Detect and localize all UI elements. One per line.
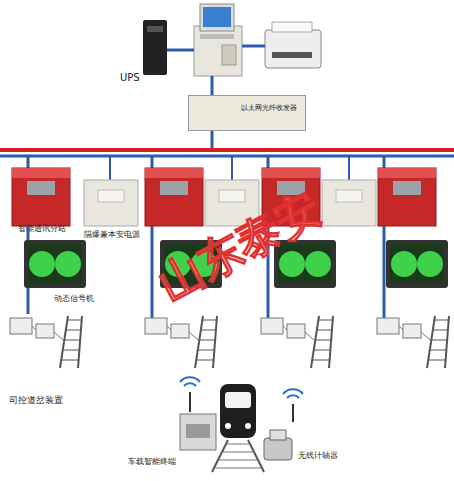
signal-lamp [55,251,81,277]
wire [189,332,198,340]
cable [242,45,265,48]
station-box [145,168,203,226]
switch-box [36,324,54,338]
station-window [160,181,188,195]
rail-ties [428,320,449,360]
power-plate [98,190,124,202]
power-plate [336,190,362,202]
station-top [12,168,70,178]
wire [399,326,403,330]
power-box [322,180,376,226]
train [220,384,256,438]
cable [211,76,214,96]
track-ties [214,444,262,468]
device-node: 智能通讯分站 [12,168,70,226]
signal-frame [24,240,86,288]
switch-box [171,324,189,338]
wire [32,326,36,330]
station-box [12,168,70,226]
device-label: 动态信号机 [54,295,114,304]
power-plate [219,190,245,202]
switch-box [10,318,32,334]
bus-red [0,148,454,152]
device-label: UPS [120,72,150,83]
switch-box [403,324,421,338]
switch-device [10,316,449,368]
printer [265,30,321,68]
cable [167,49,194,52]
bus-blue [0,155,454,158]
terminal-box [180,414,216,450]
wire [283,326,287,330]
device-label: 无线计轴器 [298,452,358,461]
device-label: 车载智能终端 [128,458,198,467]
cable [348,156,350,180]
monitor-frame [200,4,234,31]
station-window [27,181,55,195]
switch-box [261,318,283,334]
cable-connector [27,288,30,314]
axle-counter [264,438,292,460]
station-top [262,168,320,178]
power-box [84,180,138,226]
signal-frame [386,240,448,288]
cable-connector [27,226,30,240]
wire [421,332,430,340]
signal-face [390,244,444,284]
device-node: 司控道岔装置 [5,314,85,370]
antenna [292,404,294,422]
pc-tower [194,26,242,76]
cable [27,156,30,168]
device-node: UPS [118,18,170,88]
device-node: 无线计轴器 [264,430,292,460]
train-light [245,423,251,429]
switch-box [145,318,167,334]
printer-slot [272,52,312,58]
antenna [189,392,191,412]
device-node: 以太网光纤收发器 [188,95,306,131]
signal-lamp [417,251,443,277]
wire [167,326,171,330]
device-label: 智能通讯分站 [18,225,82,234]
cable [211,131,214,150]
station-top [378,168,436,178]
monitor-screen [203,7,231,27]
device-label: 司控道岔装置 [9,396,89,406]
device-node: 隔爆兼本安电源 [84,180,138,226]
signal-lamp [391,251,417,277]
terminal-panel [186,424,210,438]
station-top [145,168,203,178]
radio-waves [283,389,303,398]
signal-lamp [29,251,55,277]
switch-box [377,318,399,334]
rail-ties [61,320,82,360]
signal-face [28,244,82,284]
device-node: 车载智能终端 [180,414,216,450]
cable [109,156,111,180]
rail-ties [196,320,217,360]
signal-lamp [305,251,331,277]
switch-box [287,324,305,338]
keyboard [200,34,234,39]
device-node: 动态信号机 [24,240,86,288]
axle-counter-top [270,430,286,440]
station-window [393,181,421,195]
ups-tower [143,20,167,75]
device-label: 以太网光纤收发器 [241,105,305,113]
station-box [378,168,436,226]
track [212,440,264,472]
wire [54,332,63,340]
train-light [225,423,231,429]
rail-ties [312,320,333,360]
cable [231,156,233,180]
wire [305,332,314,340]
ups-panel [147,26,163,32]
printer-paper [272,22,312,32]
radio-waves [180,377,200,386]
device-label: 隔爆兼本安电源 [84,231,150,240]
drive-bay [222,45,236,65]
train-window [225,392,251,408]
